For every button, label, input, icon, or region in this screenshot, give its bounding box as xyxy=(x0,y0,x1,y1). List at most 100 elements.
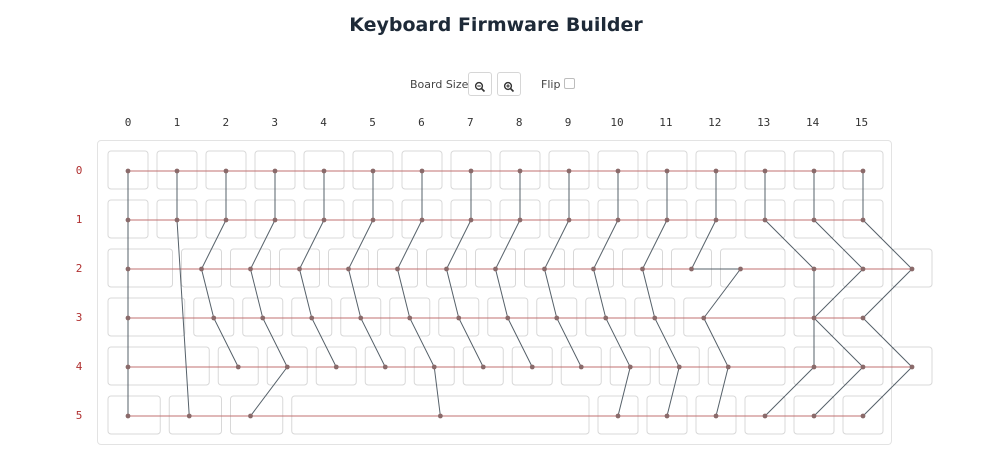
column-wire-3 xyxy=(249,171,288,417)
key-r4-0[interactable] xyxy=(107,346,210,386)
key-r5-1[interactable] xyxy=(168,395,222,435)
switch-node-r4-5 xyxy=(431,364,437,370)
switch-node-r3-1 xyxy=(211,315,217,321)
switch-node-r5-1 xyxy=(186,413,192,419)
switch-node-r1-6 xyxy=(419,217,425,223)
switch-node-r0-12 xyxy=(713,168,719,174)
switch-node-r1-1 xyxy=(174,217,180,223)
switch-node-r3-11 xyxy=(701,315,707,321)
switch-node-r3-2 xyxy=(260,315,266,321)
zoom-out-button[interactable] xyxy=(468,72,492,96)
board-size-label: Board Size xyxy=(410,78,469,91)
switch-node-r3-12 xyxy=(811,315,817,321)
switch-node-r4-2 xyxy=(284,364,290,370)
switch-node-r4-7 xyxy=(529,364,535,370)
switch-node-r5-6 xyxy=(713,413,719,419)
key-r3-11[interactable] xyxy=(683,297,786,337)
column-label-7: 7 xyxy=(466,116,474,129)
switch-node-r0-14 xyxy=(811,168,817,174)
key-r4-11[interactable] xyxy=(707,346,786,386)
switch-node-r5-3 xyxy=(437,413,443,419)
switch-node-r1-2 xyxy=(223,217,229,223)
row-label-3: 3 xyxy=(75,311,83,324)
switch-node-r5-8 xyxy=(811,413,817,419)
switch-node-r3-3 xyxy=(309,315,315,321)
switch-node-r5-0 xyxy=(125,413,131,419)
column-label-4: 4 xyxy=(320,116,327,129)
switch-node-r4-9 xyxy=(627,364,633,370)
switch-node-r2-9 xyxy=(591,266,596,272)
row-label-5: 5 xyxy=(75,409,83,422)
switch-node-r0-8 xyxy=(517,168,523,174)
column-label-8: 8 xyxy=(515,116,523,129)
switch-node-r1-15 xyxy=(860,217,866,223)
page-title: Keyboard Firmware Builder xyxy=(349,14,643,36)
key-r2-12[interactable] xyxy=(720,248,786,288)
switch-node-r0-7 xyxy=(468,168,474,174)
key-r3-0[interactable] xyxy=(107,297,186,337)
switch-node-r2-11 xyxy=(689,266,694,272)
zoom-out-icon xyxy=(474,81,486,92)
column-label-12: 12 xyxy=(708,116,722,129)
zoom-in-icon xyxy=(503,81,515,92)
switch-node-r1-12 xyxy=(713,217,719,223)
column-wire-6 xyxy=(396,171,441,417)
row-label-2: 2 xyxy=(75,262,83,275)
switch-node-r2-15 xyxy=(909,266,915,272)
key-r5-2[interactable] xyxy=(230,395,284,435)
switch-node-r2-0 xyxy=(125,266,131,272)
switch-node-r5-2 xyxy=(248,413,253,419)
column-wire-15 xyxy=(862,171,913,417)
switch-node-r3-6 xyxy=(456,315,462,321)
switch-node-r0-1 xyxy=(174,168,180,174)
key-r2-0[interactable] xyxy=(107,248,173,288)
column-label-2: 2 xyxy=(222,116,230,129)
switch-node-r2-6 xyxy=(444,266,449,272)
switch-node-r2-7 xyxy=(493,266,498,272)
column-label-9: 9 xyxy=(564,116,572,129)
column-label-5: 5 xyxy=(369,116,376,129)
switch-node-r0-11 xyxy=(664,168,670,174)
switch-node-r4-12 xyxy=(811,364,817,370)
column-label-6: 6 xyxy=(418,116,425,129)
switch-node-r0-9 xyxy=(566,168,572,174)
switch-node-r2-4 xyxy=(346,266,351,272)
switch-node-r0-2 xyxy=(223,168,229,174)
row-label-1: 1 xyxy=(75,213,83,226)
switch-node-r0-10 xyxy=(615,168,621,174)
switch-node-r3-9 xyxy=(603,315,609,321)
flip-checkbox[interactable] xyxy=(564,78,575,89)
switch-node-r3-10 xyxy=(652,315,658,321)
switch-node-r1-11 xyxy=(664,217,670,223)
switch-node-r4-14 xyxy=(909,364,915,370)
switch-node-r1-3 xyxy=(272,217,278,223)
switch-node-r2-13 xyxy=(811,266,817,272)
zoom-in-button[interactable] xyxy=(497,72,521,96)
column-wire-10 xyxy=(592,171,631,417)
column-label-1: 1 xyxy=(173,116,181,129)
switch-node-r3-4 xyxy=(358,315,364,321)
key-r5-0[interactable] xyxy=(107,395,161,435)
switch-node-r4-13 xyxy=(860,364,866,370)
column-label-13: 13 xyxy=(757,116,771,129)
switch-node-r1-4 xyxy=(321,217,327,223)
column-label-10: 10 xyxy=(610,116,624,129)
column-label-11: 11 xyxy=(659,116,673,129)
switch-node-r2-5 xyxy=(395,266,400,272)
switch-node-r1-5 xyxy=(370,217,376,223)
column-label-0: 0 xyxy=(124,116,132,129)
switch-node-r3-0 xyxy=(125,315,131,321)
switch-node-r4-8 xyxy=(578,364,584,370)
column-label-14: 14 xyxy=(805,116,820,129)
switch-node-r2-14 xyxy=(860,266,866,272)
switch-node-r2-3 xyxy=(297,266,302,272)
switch-node-r0-13 xyxy=(762,168,768,174)
switch-node-r4-11 xyxy=(725,364,731,370)
switch-node-r2-2 xyxy=(248,266,253,272)
switch-node-r1-0 xyxy=(125,217,131,223)
row-label-0: 0 xyxy=(75,164,83,177)
switch-node-r0-0 xyxy=(125,168,131,174)
switch-node-r1-14 xyxy=(811,217,817,223)
switch-node-r4-4 xyxy=(382,364,388,370)
switch-node-r4-6 xyxy=(480,364,486,370)
